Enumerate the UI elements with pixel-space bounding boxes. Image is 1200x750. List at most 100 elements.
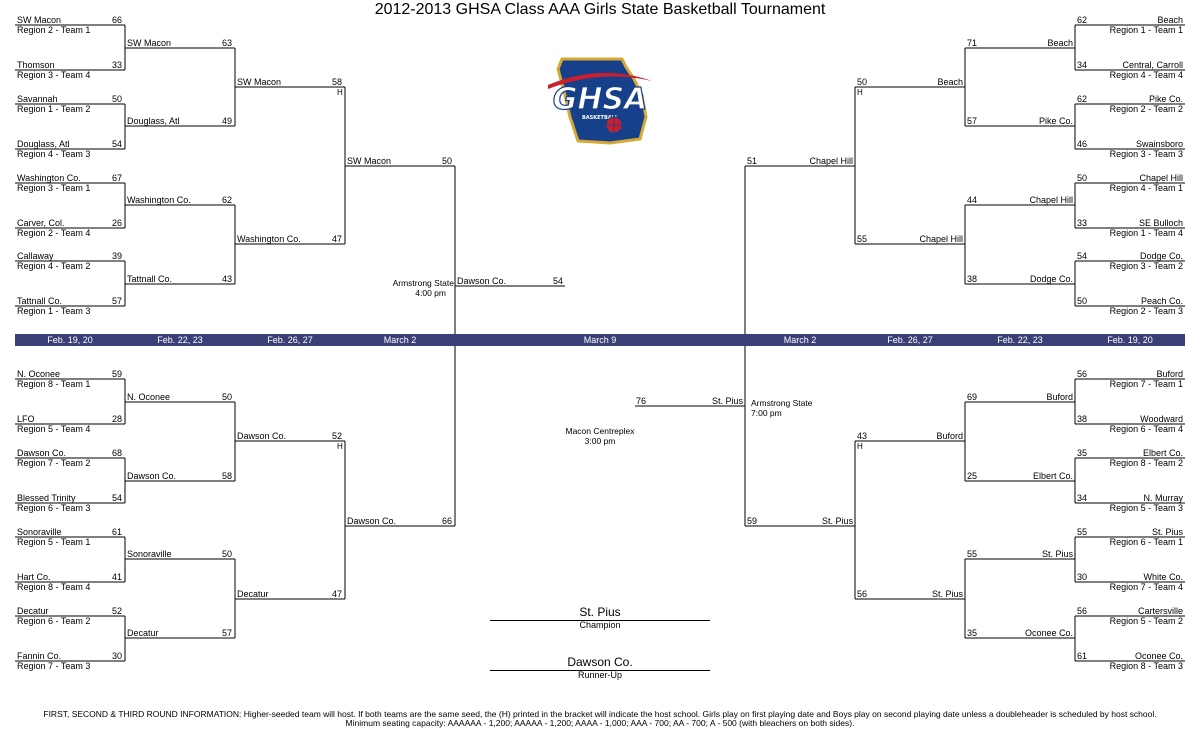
team-name: Central, Carroll: [1122, 60, 1183, 70]
team-region: Region 8 - Team 4: [17, 582, 90, 592]
team-score: 69: [967, 392, 977, 402]
team-score: 54: [112, 139, 122, 149]
team-score: 49: [222, 116, 232, 126]
runner-up-line: [490, 670, 710, 671]
host-mark: H: [337, 442, 343, 451]
team-score: 50: [222, 392, 232, 402]
team-name: St. Pius: [822, 516, 854, 526]
team-region: Region 5 - Team 1: [17, 537, 90, 547]
venue-final-name: Macon Centreplex: [565, 426, 635, 436]
team-score: 52: [112, 606, 122, 616]
team-score: 57: [112, 296, 122, 306]
team-name: Peach Co.: [1141, 296, 1183, 306]
team-score: 34: [1077, 493, 1087, 503]
team-score: 66: [112, 15, 122, 25]
footer-line-1: FIRST, SECOND & THIRD ROUND INFORMATION:…: [43, 709, 1157, 719]
team-score: 71: [967, 38, 977, 48]
team-region: Region 3 - Team 1: [17, 183, 90, 193]
team-score: 38: [1077, 414, 1087, 424]
footer-info: FIRST, SECOND & THIRD ROUND INFORMATION:…: [0, 710, 1200, 728]
team-name: Dawson Co.: [457, 276, 506, 286]
team-region: Region 5 - Team 2: [1110, 616, 1183, 626]
team-score: 56: [1077, 369, 1087, 379]
team-name: Washington Co.: [17, 173, 81, 183]
logo-text: GHSA: [553, 82, 648, 117]
team-region: Region 8 - Team 2: [1110, 458, 1183, 468]
basketball-seam: [606, 117, 622, 133]
round-date-label: Feb. 19, 20: [47, 335, 93, 345]
team-region: Region 6 - Team 2: [17, 616, 90, 626]
team-score: 44: [967, 195, 977, 205]
team-region: Region 1 - Team 2: [17, 104, 90, 114]
team-score: 43: [222, 274, 232, 284]
venue-final-time: 3:00 pm: [584, 436, 616, 446]
team-name: Thomson: [17, 60, 55, 70]
team-name: Buford: [1156, 369, 1183, 379]
team-region: Region 5 - Team 3: [1110, 503, 1183, 513]
team-region: Region 5 - Team 4: [17, 424, 90, 434]
team-score: 41: [112, 572, 122, 582]
team-score: 30: [112, 651, 122, 661]
champion-line: [490, 620, 710, 621]
team-region: Region 4 - Team 2: [17, 261, 90, 271]
team-region: Region 1 - Team 1: [1110, 25, 1183, 35]
team-name: Hart Co.: [17, 572, 51, 582]
team-score: 54: [1077, 251, 1087, 261]
team-region: Region 3 - Team 2: [1110, 261, 1183, 271]
team-region: Region 7 - Team 4: [1110, 582, 1183, 592]
team-name: Beach: [1157, 15, 1183, 25]
team-score: 50: [112, 94, 122, 104]
round-date-label: Feb. 26, 27: [887, 335, 933, 345]
team-name: St. Pius: [1042, 549, 1074, 559]
team-score: 28: [112, 414, 122, 424]
team-score: 43: [857, 431, 867, 441]
team-score: 47: [332, 234, 342, 244]
team-name: St. Pius: [712, 396, 744, 406]
venue-left-name: Armstrong State: [392, 278, 454, 288]
venue-left: Armstrong State 4:00 pm: [374, 278, 454, 298]
team-name: Dawson Co.: [237, 431, 286, 441]
venue-right-name: Armstrong State: [751, 398, 813, 408]
swoosh-icon: [548, 72, 652, 89]
team-score: 25: [967, 471, 977, 481]
team-name: Woodward: [1140, 414, 1183, 424]
team-region: Region 2 - Team 3: [1110, 306, 1183, 316]
team-score: 39: [112, 251, 122, 261]
team-score: 50: [222, 549, 232, 559]
team-score: 58: [222, 471, 232, 481]
team-name: Pike Co.: [1149, 94, 1183, 104]
team-score: 50: [857, 77, 867, 87]
runner-up-name: Dawson Co.: [567, 655, 633, 669]
champion-label: Champion: [579, 620, 621, 630]
team-score: 57: [967, 116, 977, 126]
team-region: Region 4 - Team 4: [1110, 70, 1183, 80]
footer-line-2: Minimum seating capacity: AAAAAA - 1,200…: [345, 718, 855, 728]
team-region: Region 4 - Team 1: [1110, 183, 1183, 193]
team-name: Swainsboro: [1136, 139, 1183, 149]
team-score: 33: [112, 60, 122, 70]
team-name: Oconee Co.: [1025, 628, 1073, 638]
team-score: 54: [553, 276, 563, 286]
team-name: Washington Co.: [237, 234, 301, 244]
team-name: Chapel Hill: [1029, 195, 1073, 205]
team-score: 63: [222, 38, 232, 48]
team-name: Callaway: [17, 251, 54, 261]
team-score: 55: [1077, 527, 1087, 537]
team-score: 59: [112, 369, 122, 379]
team-name: N. Murray: [1143, 493, 1183, 503]
team-region: Region 8 - Team 3: [1110, 661, 1183, 671]
team-score: 56: [857, 589, 867, 599]
team-name: Washington Co.: [127, 195, 191, 205]
team-name: Sonoraville: [17, 527, 62, 537]
team-name: Decatur: [237, 589, 269, 599]
team-name: St. Pius: [932, 589, 964, 599]
team-name: Chapel Hill: [1139, 173, 1183, 183]
team-region: Region 4 - Team 3: [17, 149, 90, 159]
team-name: Douglass, Atl: [127, 116, 180, 126]
team-name: N. Oconee: [17, 369, 60, 379]
team-region: Region 8 - Team 1: [17, 379, 90, 389]
team-region: Region 7 - Team 3: [17, 661, 90, 671]
team-region: Region 7 - Team 2: [17, 458, 90, 468]
